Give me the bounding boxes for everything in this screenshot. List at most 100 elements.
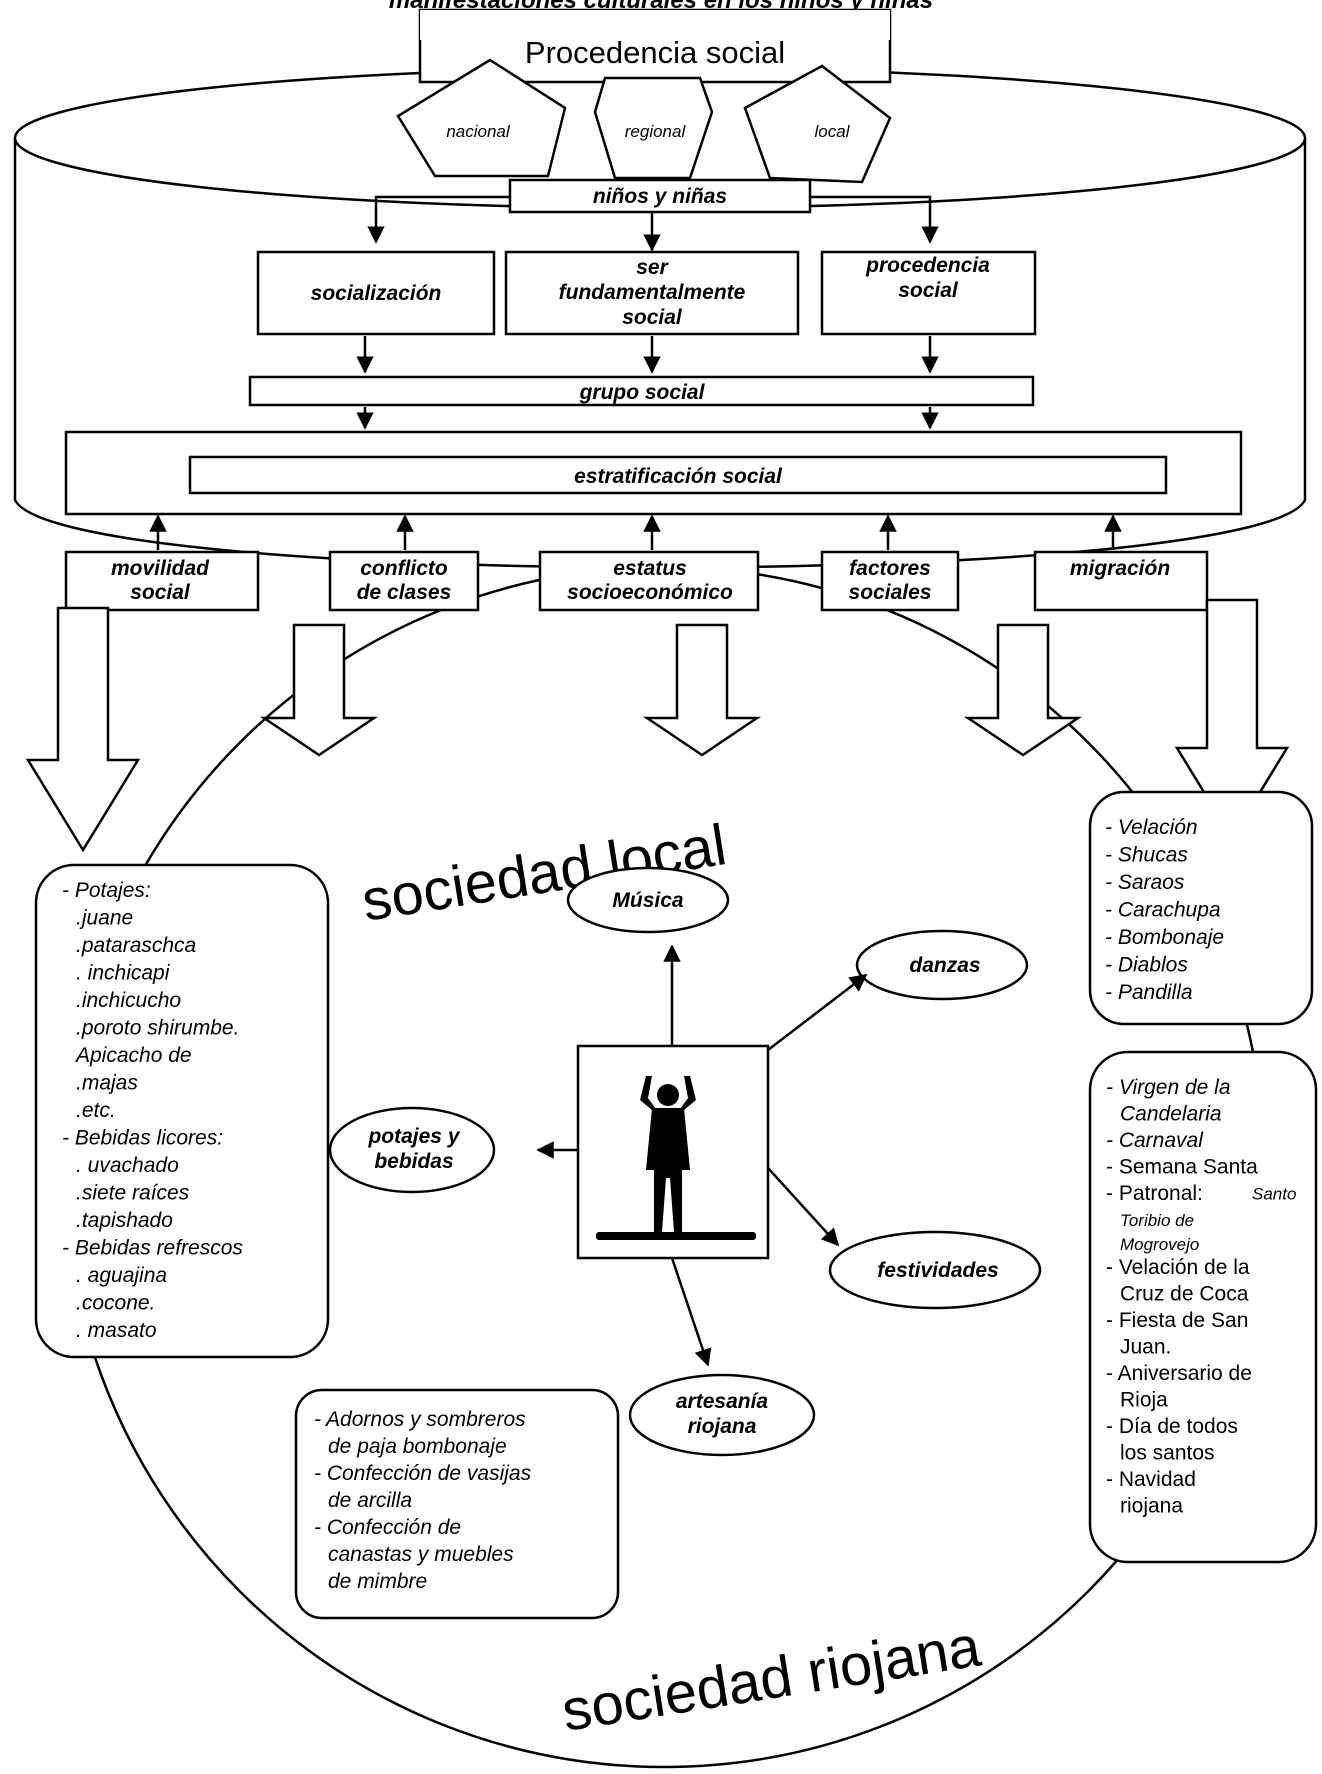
social-being-box: ser fundamentalmente social <box>504 250 800 336</box>
stratification-label: estratificación social <box>574 465 783 488</box>
list-crafts-item: - Adornos y sombreros <box>314 1408 526 1431</box>
photo-arrows <box>536 944 868 1367</box>
festivities-item: Candelaria <box>1120 1103 1222 1126</box>
festivities-item: Rioja <box>1120 1389 1168 1412</box>
social-being-line-3: social <box>622 306 683 329</box>
factor-status-line-2: socioeconómico <box>567 581 733 604</box>
dances-list-box: - Velación- Shucas- Saraos- Carachupa- B… <box>1088 790 1314 1026</box>
festivities-item: - Semana Santa <box>1106 1156 1258 1179</box>
children-label: niños y niñas <box>593 185 727 208</box>
social-being-line-1: ser <box>636 256 669 279</box>
festivities-item: - Navidad <box>1106 1468 1196 1491</box>
festivities-item: - Fiesta de San <box>1106 1309 1248 1332</box>
festivities-list: - Virgen de la Candelaria - Carnaval - Sema… <box>1106 1076 1296 1518</box>
oval-music-label: Música <box>612 889 684 912</box>
festivities-list-box: - Virgen de la Candelaria - Carnaval - Sema… <box>1088 1050 1318 1564</box>
oval-food: potajes y bebidas <box>328 1106 496 1194</box>
oval-festivities-label: festividades <box>877 1259 998 1282</box>
children-connectors <box>367 195 939 252</box>
list-food-item: . uvachado <box>76 1154 179 1177</box>
group-arrows <box>356 336 939 374</box>
festivities-item: Juan. <box>1120 1336 1171 1359</box>
factor-mobility-line-1: movilidad <box>111 557 210 580</box>
list-crafts-item: - Confección de vasijas <box>314 1462 532 1485</box>
list-food-item: .cocone. <box>76 1292 155 1315</box>
crafts-list: - Adornos y sombreros de paja bombonaje - … <box>314 1408 532 1593</box>
oval-crafts: artesanía riojana <box>628 1373 816 1457</box>
hollow-arrow-4 <box>963 623 1083 757</box>
list-food-item: . masato <box>76 1319 157 1342</box>
group-box: grupo social <box>248 375 1035 407</box>
socialization-box: socialización <box>256 250 496 336</box>
list-crafts-item: de mimbre <box>328 1570 427 1593</box>
stratification-arrows <box>356 407 939 430</box>
factor-status-box: estatus socioeconómico <box>538 550 760 612</box>
origin-nacional-shape: nacional <box>396 58 567 178</box>
festivities-item: - Virgen de la <box>1106 1076 1231 1099</box>
factor-conflict-line-2: de clases <box>357 581 452 604</box>
central-photo <box>576 1044 770 1260</box>
origin-local-shape: local <box>743 64 892 184</box>
origin-box-line-1: procedencia <box>865 254 990 277</box>
list-food-item: - Bebidas licores: <box>62 1127 223 1150</box>
list-crafts-item: de arcilla <box>328 1489 412 1512</box>
factor-arrows <box>149 514 1122 550</box>
list-dances-item: - Shucas <box>1105 844 1188 867</box>
oval-food-line-1: potajes y <box>367 1125 460 1148</box>
oval-crafts-line-1: artesanía <box>676 1390 769 1413</box>
origin-box-line-2: social <box>898 279 959 302</box>
factor-conflict-box: conflicto de clases <box>328 550 480 612</box>
oval-festivities: festividades <box>828 1230 1042 1310</box>
festivities-item: los santos <box>1120 1442 1215 1465</box>
list-dances-item: - Velación <box>1105 816 1198 839</box>
factor-social-line-2: sociales <box>849 581 932 604</box>
list-crafts-item: - Confección de <box>314 1516 461 1539</box>
person-silhouette-icon <box>596 1076 756 1240</box>
festivities-item: - Día de todos <box>1106 1415 1238 1438</box>
list-crafts-item: canastas y muebles <box>328 1543 514 1566</box>
food-list: - Potajes:.juane.pataraschca. inchicapi.… <box>62 879 243 1342</box>
list-food-item: . inchicapi <box>76 962 171 985</box>
festivities-item: - Aniversario de <box>1106 1362 1252 1385</box>
list-dances-item: - Diablos <box>1105 954 1188 977</box>
festivities-item: riojana <box>1120 1495 1183 1518</box>
festivities-item: Toribio de <box>1120 1211 1194 1230</box>
dances-list: - Velación- Shucas- Saraos- Carachupa- B… <box>1105 816 1224 1004</box>
list-crafts-item: de paja bombonaje <box>328 1435 507 1458</box>
social-being-line-2: fundamentalmente <box>559 281 746 304</box>
children-box: niños y niñas <box>508 178 812 214</box>
factor-social-line-1: factores <box>849 557 931 580</box>
list-food-item: .majas <box>76 1072 138 1095</box>
factor-social-box: factores sociales <box>820 550 960 612</box>
socialization-label: socialización <box>311 282 442 305</box>
list-food-item: .siete raíces <box>76 1182 190 1205</box>
hollow-arrow-left <box>25 606 141 853</box>
origin-box: procedencia social <box>820 250 1037 336</box>
origin-local-label: local <box>815 122 851 141</box>
list-food-item: .juane <box>76 907 133 930</box>
list-food-item: .inchicucho <box>76 989 181 1012</box>
oval-crafts-line-2: riojana <box>688 1415 757 1438</box>
list-food-item: .tapishado <box>76 1209 173 1232</box>
list-food-item: - Bebidas refrescos <box>62 1237 243 1260</box>
factor-mobility-box: movilidad social <box>64 550 260 612</box>
list-dances-item: - Saraos <box>1105 871 1185 894</box>
list-food-item: .etc. <box>76 1099 116 1122</box>
list-dances-item: - Pandilla <box>1105 981 1193 1004</box>
festivities-item: - Carnaval <box>1106 1129 1204 1152</box>
hollow-arrow-3 <box>642 623 762 757</box>
factor-migration-line-1: migración <box>1070 557 1170 580</box>
crafts-list-box: - Adornos y sombreros de paja bombonaje - … <box>294 1388 620 1620</box>
festivities-item: - Patronal: <box>1106 1182 1203 1205</box>
oval-dances: danzas <box>855 929 1029 1001</box>
oval-music: Música <box>566 866 730 934</box>
list-food-item: . aguajina <box>76 1264 167 1287</box>
factor-mobility-line-2: social <box>130 581 191 604</box>
factor-status-line-1: estatus <box>613 557 687 580</box>
group-label: grupo social <box>579 381 706 404</box>
list-food-item: .poroto shirumbe. <box>76 1017 239 1040</box>
festivities-item: Mogrovejo <box>1120 1235 1199 1254</box>
list-dances-item: - Bombonaje <box>1105 926 1224 949</box>
